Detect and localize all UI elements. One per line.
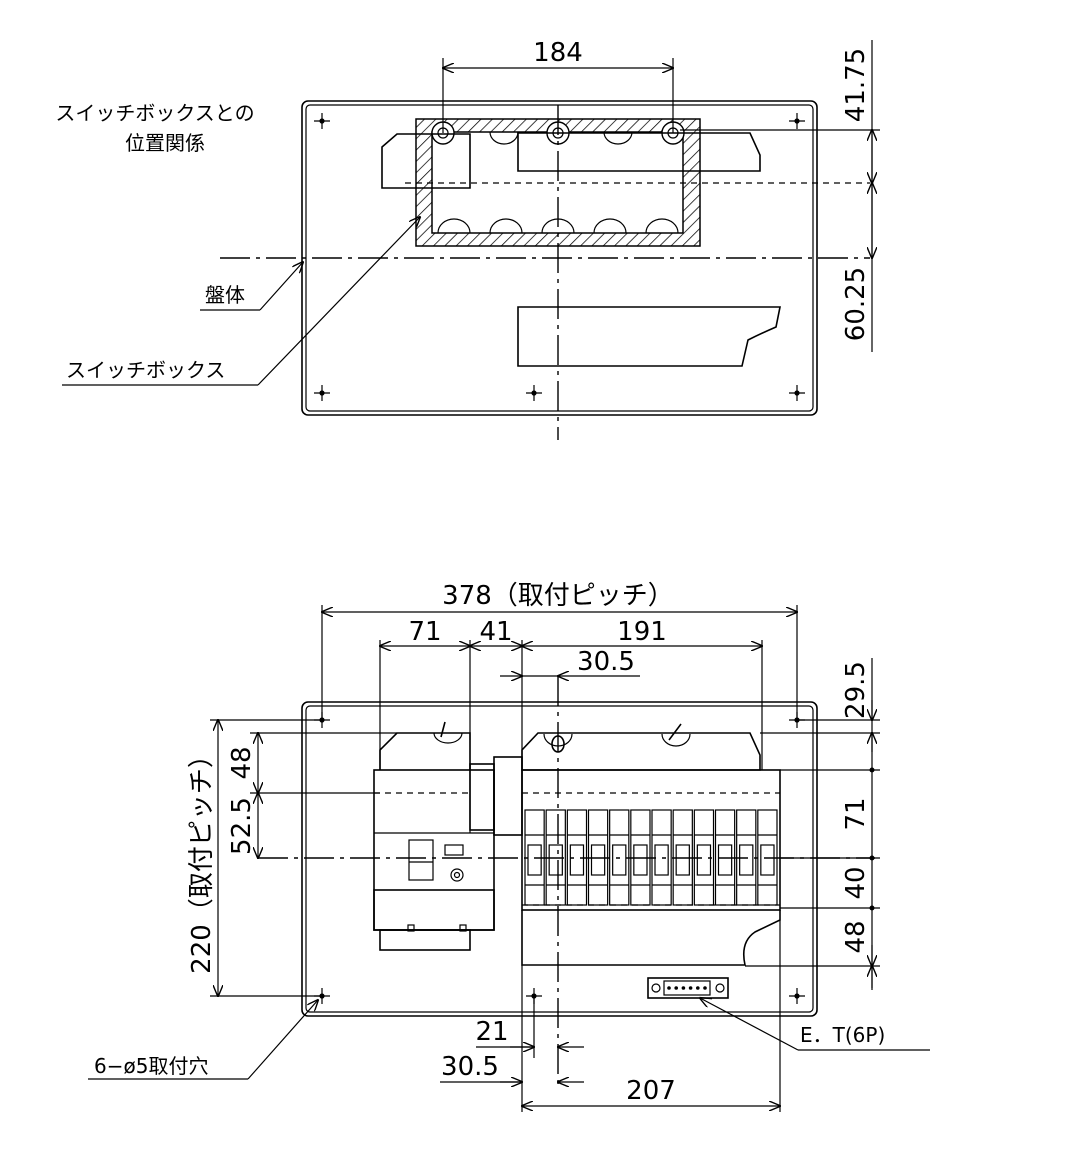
dim-378-pitch: 378（取付ピッチ） [442, 581, 674, 611]
terminal-dot [681, 986, 686, 990]
branch-breakers [440, 721, 781, 966]
dim-30-5-top: 30.5 [577, 647, 635, 677]
dim-60-25: 60.25 [841, 267, 871, 341]
dim-29-5: 29.5 [841, 661, 871, 719]
terminal-dot [674, 986, 678, 990]
terminal-dot [688, 986, 693, 990]
label-switchbox-relation: スイッチボックスとの [55, 101, 254, 125]
dim-21: 21 [475, 1017, 508, 1047]
dim-220-pitch: 220（取付ピッチ） [187, 742, 217, 974]
dim-41: 41 [479, 617, 512, 647]
dim-41-75: 41.75 [841, 48, 871, 122]
dim-184: 184 [533, 38, 583, 68]
label-mount-holes: 6−ø5取付穴 [94, 1054, 208, 1078]
terminal-dot [703, 986, 707, 990]
dim-71-right: 71 [841, 797, 871, 830]
top-view: 184 41.75 60.25 スイッチボックスとの 位置関係 盤体 スイッチボ… [55, 38, 880, 440]
dim-207: 207 [626, 1076, 676, 1106]
mount-marks-top [314, 113, 805, 401]
dim-52-5: 52.5 [227, 797, 257, 855]
terminal-block-6p [647, 977, 729, 999]
terminal-dot [696, 986, 700, 990]
terminal-dot [667, 986, 671, 990]
dim-40: 40 [841, 866, 871, 899]
dim-30-5-bottom: 30.5 [441, 1052, 499, 1082]
dim-48-right: 48 [841, 920, 871, 953]
dim-191: 191 [617, 617, 667, 647]
label-switchbox: スイッチボックス [66, 358, 225, 382]
dim-71-top: 71 [408, 617, 441, 647]
enclosure-outline-bottom [301, 701, 818, 1017]
main-breaker [373, 732, 523, 951]
label-enclosure: 盤体 [205, 283, 245, 307]
label-terminal-6p: E．T(6P) [800, 1023, 885, 1047]
bottom-view: 378（取付ピッチ） 71 41 191 30.5 220（取付ピッチ） 48 … [88, 581, 930, 1112]
dim-48-left: 48 [227, 746, 257, 779]
label-position: 位置関係 [125, 131, 205, 155]
